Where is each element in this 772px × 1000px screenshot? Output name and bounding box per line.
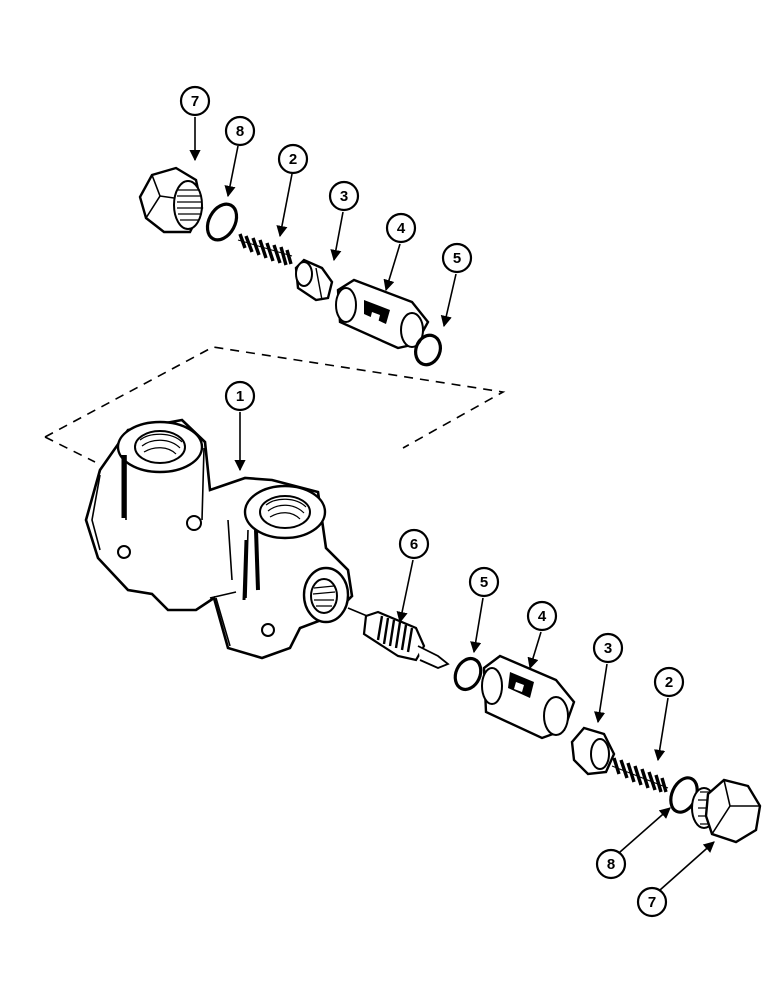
callout-bottom-5: 5 xyxy=(468,566,500,654)
top-sleeve-4 xyxy=(335,278,430,350)
top-poppet-3 xyxy=(294,258,334,302)
top-plug-7 xyxy=(138,166,204,234)
bottom-oring-5 xyxy=(453,656,483,692)
bottom-plug-7 xyxy=(691,778,762,844)
top-spring-2 xyxy=(237,233,293,266)
svg-text:3: 3 xyxy=(604,640,612,657)
callout-bottom-4: 4 xyxy=(526,600,558,670)
callout-bottom-7: 7 xyxy=(636,841,715,918)
bottom-needle-6 xyxy=(347,607,450,669)
svg-text:5: 5 xyxy=(453,250,461,267)
callout-top-2: 2 xyxy=(276,143,309,238)
svg-text:4: 4 xyxy=(397,220,406,237)
callout-top-7: 7 xyxy=(179,85,211,162)
svg-text:6: 6 xyxy=(410,536,418,553)
svg-text:8: 8 xyxy=(236,123,244,140)
callout-bottom-6: 6 xyxy=(396,528,430,624)
assembly-outline-dashed xyxy=(44,346,506,463)
svg-text:3: 3 xyxy=(340,188,348,205)
callout-bottom-8: 8 xyxy=(595,807,671,880)
bottom-poppet-3 xyxy=(570,726,616,776)
svg-text:7: 7 xyxy=(191,93,199,110)
callout-body-1: 1 xyxy=(224,380,256,472)
callout-top-5: 5 xyxy=(440,242,473,328)
callout-top-3: 3 xyxy=(328,180,360,262)
svg-text:8: 8 xyxy=(607,856,615,873)
svg-text:2: 2 xyxy=(665,674,673,691)
callout-bottom-3: 3 xyxy=(592,632,624,724)
top-oring-5 xyxy=(414,333,442,367)
svg-text:4: 4 xyxy=(538,608,547,625)
bottom-sleeve-4 xyxy=(481,654,576,740)
bottom-spring-2 xyxy=(611,757,669,793)
callout-top-4: 4 xyxy=(383,212,417,292)
valve-body-1 xyxy=(84,418,354,660)
top-oring-8 xyxy=(205,202,239,242)
svg-text:1: 1 xyxy=(236,388,244,405)
svg-text:2: 2 xyxy=(289,151,297,168)
callout-bottom-2: 2 xyxy=(653,666,685,762)
svg-text:5: 5 xyxy=(480,574,488,591)
callout-top-8: 8 xyxy=(224,115,256,198)
svg-text:7: 7 xyxy=(648,894,656,911)
